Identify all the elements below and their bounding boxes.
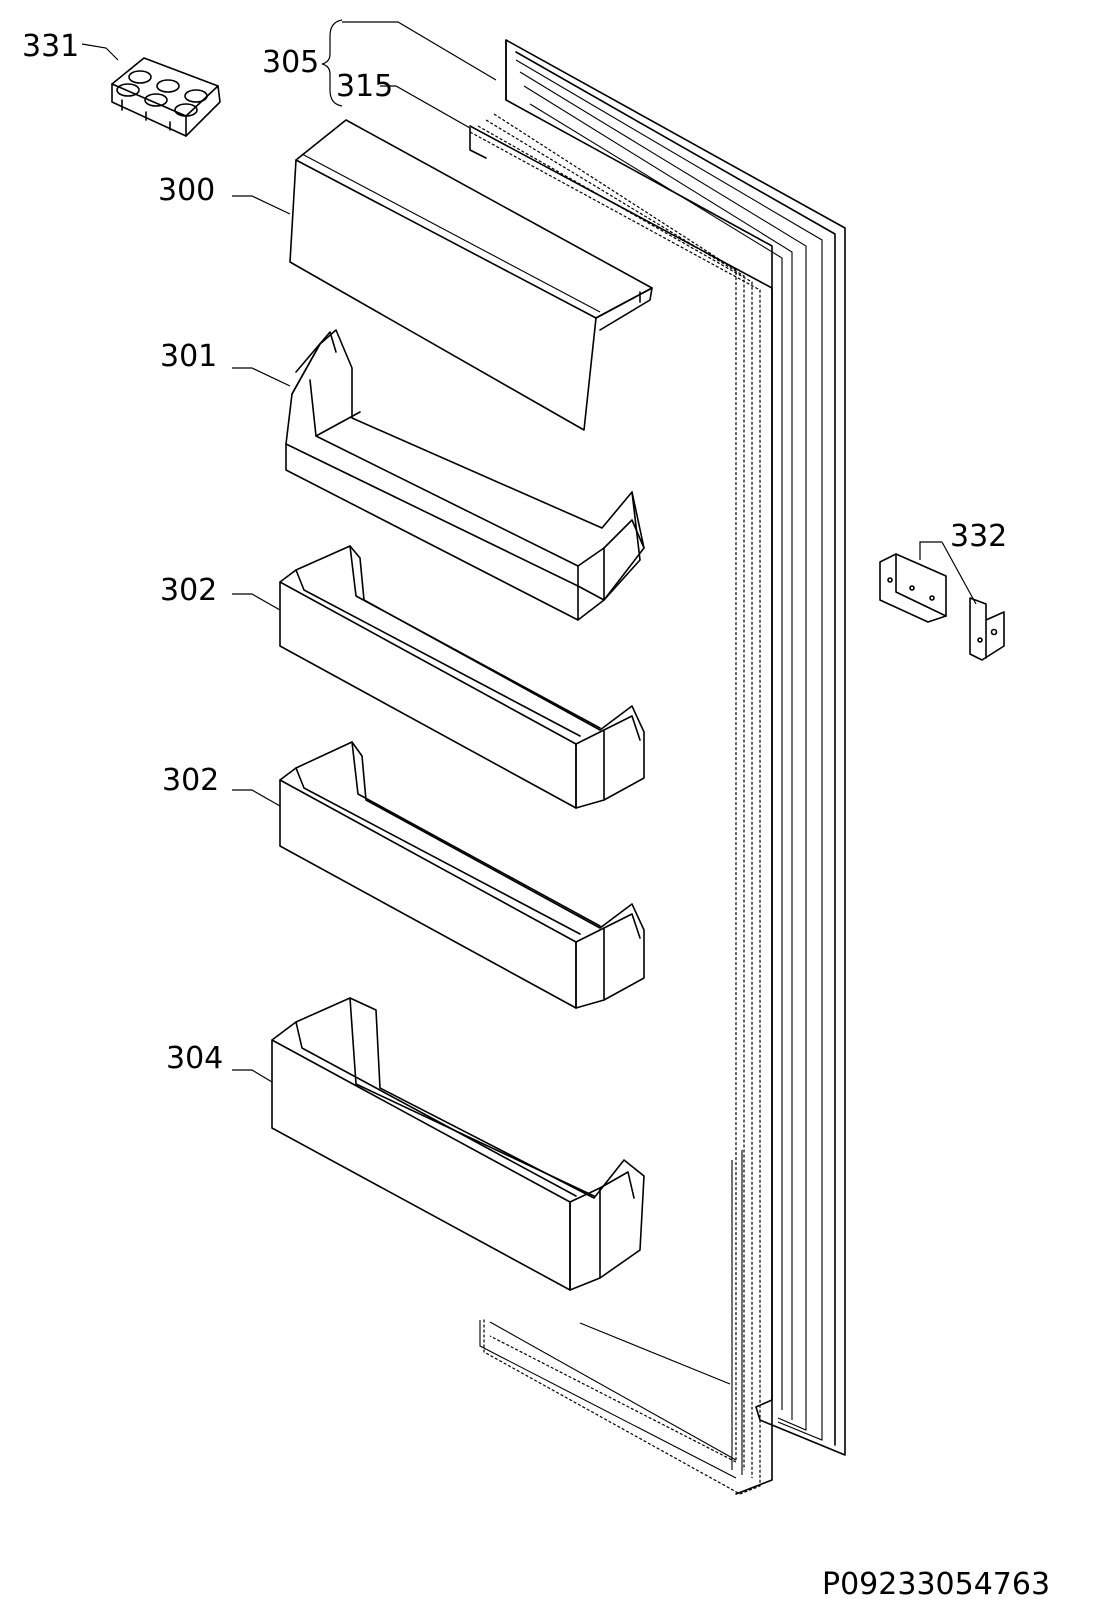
- door-gasket: [469, 113, 761, 1495]
- label-304: 304: [166, 1041, 223, 1076]
- label-332: 332: [950, 519, 1007, 554]
- door-shelf-302-upper: [279, 545, 645, 809]
- door-shelf-302-lower: [279, 741, 645, 1009]
- door-shelf-304: [271, 997, 645, 1291]
- label-331: 331: [22, 29, 79, 64]
- label-301: 301: [160, 339, 217, 374]
- door-shelf-301: [285, 329, 645, 621]
- shelf-cover-300: [289, 119, 653, 431]
- leader-lines: [81, 19, 977, 1083]
- hinge-bracket: [879, 553, 1005, 661]
- label-302-lower: 302: [162, 763, 219, 798]
- diagram-reference-code: P09233054763: [822, 1567, 1050, 1602]
- label-305: 305: [262, 45, 319, 80]
- label-300: 300: [158, 173, 215, 208]
- door-panel: [469, 39, 846, 1495]
- label-315: 315: [336, 69, 393, 104]
- egg-tray: [111, 57, 221, 137]
- label-302-upper: 302: [160, 573, 217, 608]
